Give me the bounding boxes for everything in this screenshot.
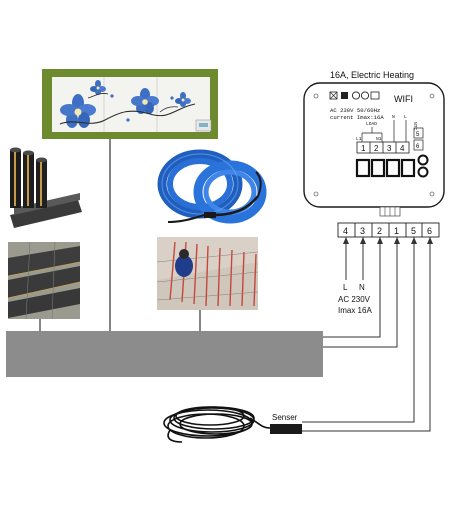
thermostat-title: 16A, Electric Heating: [330, 70, 414, 80]
thermostat-back: 16A, Electric Heating WIFI AC 230V 50/60…: [303, 70, 445, 217]
certification-icons: [329, 91, 380, 100]
block-terminal-4: 4: [343, 226, 348, 236]
wifi-label: WIFI: [394, 94, 413, 104]
block-terminal-1: 1: [394, 226, 399, 236]
block-terminal-3: 3: [360, 226, 365, 236]
heating-panel-image: [42, 69, 218, 139]
n-label-top: N: [392, 114, 395, 120]
power-supply-wires: L N AC 230V Imax 16A: [338, 237, 372, 315]
thermostat-terminal-3: 3: [387, 144, 392, 153]
thermostat-terminal-2: 2: [374, 144, 379, 153]
block-terminal-5: 5: [411, 226, 416, 236]
block-terminal-6: 6: [427, 226, 432, 236]
sensor-label: Senser: [272, 413, 298, 422]
l1-label: L1: [356, 136, 362, 142]
l-label-top: L: [404, 114, 407, 120]
supply-n-label: N: [359, 283, 365, 292]
heating-film-rolls-image: [8, 147, 82, 230]
heating-cable-floor-image: [156, 237, 259, 310]
supply-current-label: Imax 16A: [338, 306, 372, 315]
sensor-probe: [270, 424, 302, 434]
ntc-label: NTC: [412, 122, 418, 131]
ntc-terminal-5: 5: [416, 132, 420, 138]
spec-current: current Imax:16A: [330, 114, 384, 121]
supply-voltage-label: AC 230V: [338, 295, 371, 304]
thermostat-terminal-1: 1: [361, 144, 366, 153]
sensor-cable-coil: [163, 406, 271, 443]
heating-film-floor-image: [7, 241, 81, 320]
load-label: LOAD: [366, 121, 377, 127]
floor-sensor: Senser: [163, 406, 302, 443]
terminal-block: 4 3 2 1 5 6: [337, 222, 440, 238]
n1-label: N1: [376, 136, 382, 142]
ntc-terminal-6: 6: [416, 144, 420, 150]
block-terminal-2: 2: [377, 226, 382, 236]
supply-l-label: L: [343, 283, 348, 292]
thermostat-terminal-4: 4: [400, 144, 405, 153]
sensor-wires: [302, 237, 433, 432]
spec-voltage: AC 230V 50/60Hz: [330, 107, 380, 114]
heating-cable-coils-image: [157, 149, 267, 224]
heating-bus-bar: [6, 331, 323, 377]
load-wires: [323, 237, 400, 348]
